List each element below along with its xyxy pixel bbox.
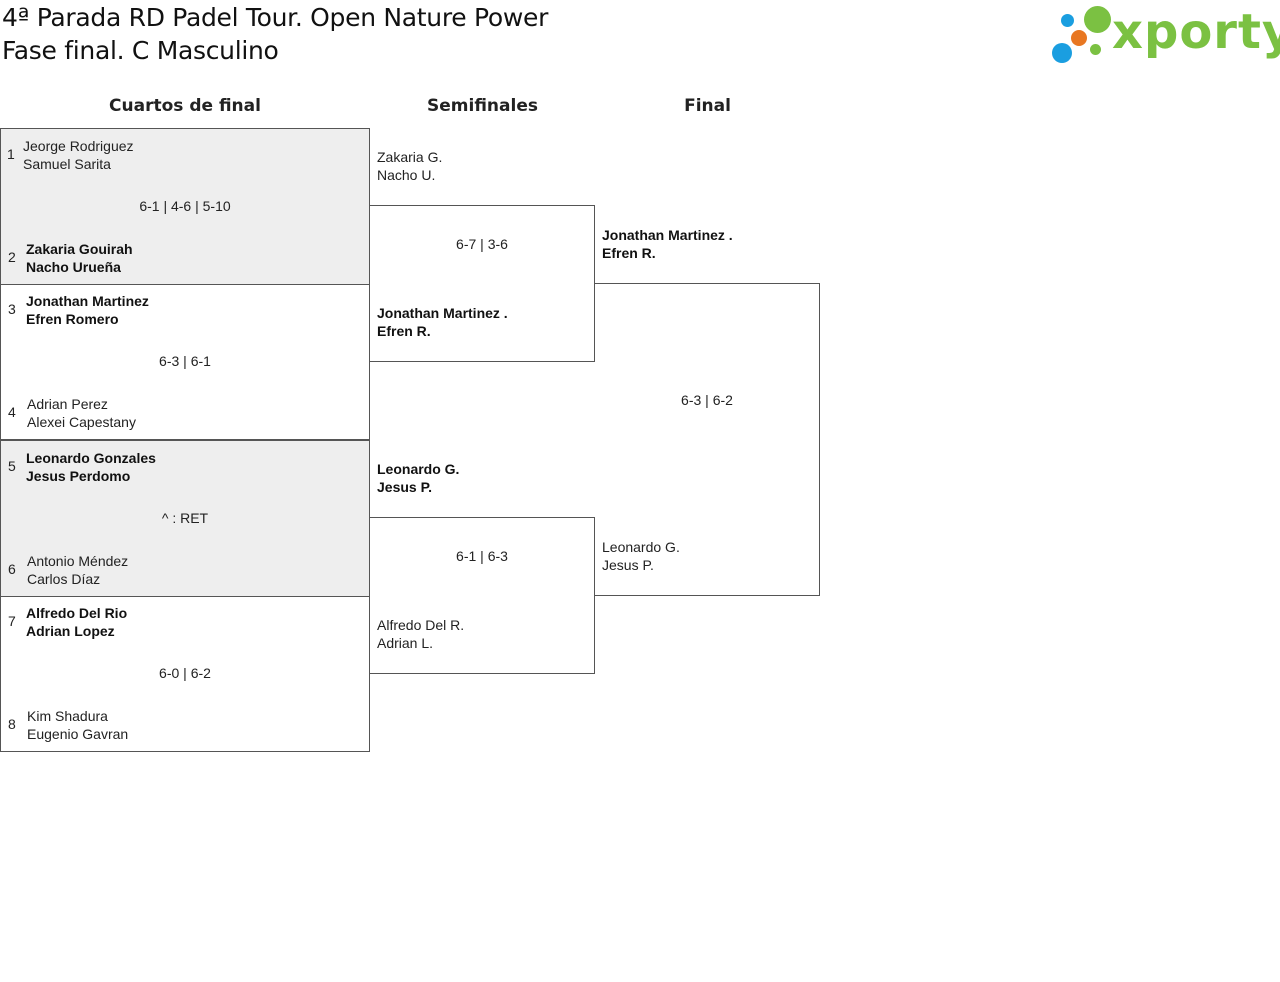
match-score: ^ : RET — [161, 510, 209, 526]
seed-number: 3 — [8, 301, 16, 317]
semifinal-bracket-2: 6-1 | 6-3 — [370, 517, 595, 674]
quarterfinal-match-4: 7 Alfredo Del Rio Adrian Lopez 6-0 | 6-2… — [0, 596, 370, 752]
team-slot[interactable]: Adrian Perez Alexei Capestany — [27, 395, 136, 431]
match-score: 6-1 | 6-3 — [456, 548, 508, 564]
player-name: Jonathan Martinez . — [602, 227, 733, 243]
semifinal-bracket-1: 6-7 | 3-6 — [370, 205, 595, 362]
player-name: Alfredo Del Rio — [26, 605, 128, 621]
player-name: Adrian L. — [377, 635, 434, 651]
team-slot-winner[interactable]: Jonathan Martinez Efren Romero — [26, 292, 149, 328]
match-score: 6-7 | 3-6 — [456, 236, 508, 252]
match-score: 6-3 | 6-2 — [681, 392, 733, 408]
seed-number: 7 — [8, 613, 16, 629]
player-name: Samuel Sarita — [23, 156, 111, 172]
page-title: 4ª Parada RD Padel Tour. Open Nature Pow… — [2, 3, 549, 32]
player-name: Zakaria Gouirah — [26, 241, 133, 257]
logo-text: xporty — [1112, 4, 1280, 60]
match-score: 6-3 | 6-1 — [159, 353, 211, 369]
player-name: Jeorge Rodriguez — [23, 138, 134, 154]
team-slot[interactable]: Kim Shadura Eugenio Gavran — [27, 707, 128, 743]
player-name: Jesus Perdomo — [26, 468, 131, 484]
team-slot-winner[interactable]: Leonardo Gonzales Jesus Perdomo — [26, 449, 156, 485]
team-slot[interactable]: Antonio Méndez Carlos Díaz — [27, 552, 128, 588]
match-score: 6-0 | 6-2 — [159, 665, 211, 681]
player-name: Alfredo Del R. — [377, 617, 465, 633]
player-name: Jesus P. — [602, 557, 654, 573]
logo-dot-orange — [1071, 30, 1087, 46]
semifinal-team-slot-winner[interactable]: Leonardo G. Jesus P. — [377, 460, 459, 496]
quarterfinal-match-2: 3 Jonathan Martinez Efren Romero 6-3 | 6… — [0, 284, 370, 440]
team-slot[interactable]: Jeorge Rodriguez Samuel Sarita — [23, 137, 134, 173]
player-name: Alexei Capestany — [27, 414, 136, 430]
round-header-quarterfinals: Cuartos de final — [109, 96, 261, 116]
player-name: Adrian Lopez — [26, 623, 115, 639]
player-name: Kim Shadura — [27, 708, 108, 724]
logo-dot-green-small — [1090, 44, 1101, 55]
seed-number: 8 — [8, 716, 16, 732]
player-name: Nacho U. — [377, 167, 436, 183]
final-team-slot-winner[interactable]: Jonathan Martinez . Efren R. — [602, 226, 733, 262]
semifinal-team-slot[interactable]: Zakaria G. Nacho U. — [377, 148, 442, 184]
player-name: Carlos Díaz — [27, 571, 101, 587]
seed-number: 4 — [8, 404, 16, 420]
final-team-slot[interactable]: Leonardo G. Jesus P. — [602, 538, 680, 574]
player-name: Efren Romero — [26, 311, 119, 327]
player-name: Nacho Urueña — [26, 259, 121, 275]
player-name: Antonio Méndez — [27, 553, 129, 569]
player-name: Eugenio Gavran — [27, 726, 129, 742]
round-header-semifinals: Semifinales — [427, 96, 538, 116]
seed-number: 6 — [8, 561, 16, 577]
seed-number: 2 — [8, 249, 16, 265]
player-name: Leonardo Gonzales — [26, 450, 156, 466]
logo-dot-blue-small — [1061, 14, 1074, 27]
player-name: Adrian Perez — [27, 396, 108, 412]
quarterfinal-match-1: 1 Jeorge Rodriguez Samuel Sarita 6-1 | 4… — [0, 128, 370, 285]
semifinal-team-slot-winner[interactable]: Jonathan Martinez . Efren R. — [377, 304, 508, 340]
semifinal-team-slot[interactable]: Alfredo Del R. Adrian L. — [377, 616, 464, 652]
player-name: Efren R. — [602, 245, 656, 261]
team-slot-winner[interactable]: Zakaria Gouirah Nacho Urueña — [26, 240, 133, 276]
xporty-logo[interactable]: xporty — [1050, 4, 1280, 66]
logo-dot-green-large — [1084, 6, 1111, 33]
match-score: 6-1 | 4-6 | 5-10 — [139, 198, 231, 214]
player-name: Leonardo G. — [377, 461, 460, 477]
player-name: Efren R. — [377, 323, 431, 339]
final-bracket: 6-3 | 6-2 — [595, 283, 820, 596]
player-name: Jesus P. — [377, 479, 433, 495]
quarterfinal-match-3: 5 Leonardo Gonzales Jesus Perdomo ^ : RE… — [0, 440, 370, 597]
seed-number: 1 — [7, 146, 15, 162]
page-subtitle: Fase final. C Masculino — [2, 36, 279, 65]
player-name: Leonardo G. — [602, 539, 680, 555]
round-header-final: Final — [684, 96, 731, 116]
seed-number: 5 — [8, 458, 16, 474]
player-name: Zakaria G. — [377, 149, 443, 165]
logo-dot-blue-large — [1052, 43, 1072, 63]
team-slot-winner[interactable]: Alfredo Del Rio Adrian Lopez — [26, 604, 127, 640]
player-name: Jonathan Martinez — [26, 293, 149, 309]
player-name: Jonathan Martinez . — [377, 305, 508, 321]
